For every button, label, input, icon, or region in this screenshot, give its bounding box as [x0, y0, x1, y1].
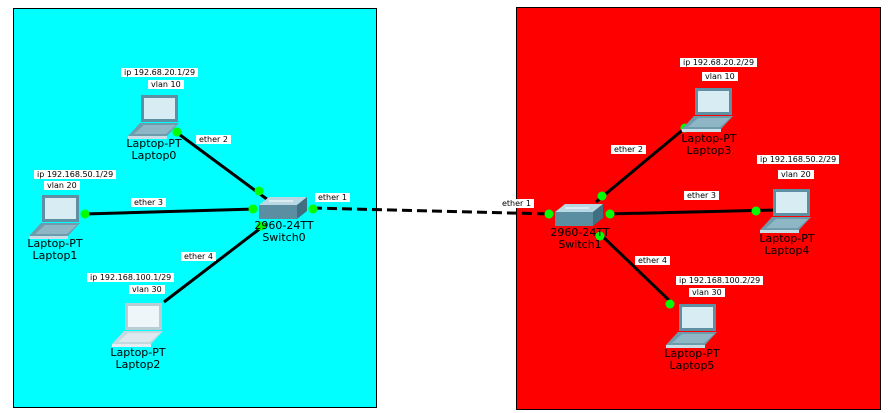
switch0-port-ether4: ether 4: [181, 252, 216, 261]
port-dot: [544, 209, 554, 219]
laptop0-model: Laptop-PT: [126, 137, 182, 150]
switch0-label: 2960-24TT Switch0: [254, 220, 313, 244]
port-dot: [248, 204, 258, 214]
laptop-icon: [760, 189, 811, 233]
laptop3-model: Laptop-PT: [681, 132, 737, 145]
laptop5-model: Laptop-PT: [664, 347, 720, 360]
laptop4-ip: ip 192.168.50.2/29: [757, 155, 840, 164]
switch1-label: 2960-24TT Switch1: [550, 227, 609, 251]
laptop1-name: Laptop1: [32, 249, 78, 262]
laptop1-label: Laptop-PT Laptop1: [27, 238, 82, 262]
laptop3-device[interactable]: [680, 87, 738, 133]
laptop2-model: Laptop-PT: [110, 346, 166, 359]
switch1-port-ether1: ether 1: [499, 199, 534, 208]
laptop-icon: [29, 195, 80, 239]
laptop5-vlan: vlan 30: [689, 288, 725, 297]
port-dot: [595, 231, 605, 241]
link-laptop5-switch1[interactable]: [596, 230, 675, 306]
switch-icon: [555, 204, 603, 226]
laptop2-name: Laptop2: [115, 358, 161, 371]
laptop0-vlan: vlan 10: [148, 80, 184, 89]
laptop1-ip: ip 192.168.50.1/29: [34, 170, 117, 179]
link-laptop2-switch0[interactable]: [163, 222, 267, 304]
laptop5-label: Laptop-PT Laptop5: [664, 348, 719, 372]
laptop5-device[interactable]: [664, 303, 722, 349]
switch1-port-ether2: ether 2: [611, 145, 646, 154]
port-dot: [254, 186, 264, 196]
link-switch0-switch1[interactable]: [311, 206, 551, 216]
link-laptop0-switch0[interactable]: [175, 130, 269, 202]
laptop5-ip: ip 192.168.100.2/29: [676, 276, 764, 285]
port-dot: [308, 204, 318, 214]
laptop-icon: [666, 304, 717, 348]
laptop4-label: Laptop-PT Laptop4: [759, 233, 814, 257]
laptop0-device[interactable]: [126, 94, 184, 140]
link-laptop3-switch1[interactable]: [595, 126, 686, 204]
switch0-port-ether3: ether 3: [131, 198, 166, 207]
switch-icon: [259, 197, 307, 219]
port-dot: [751, 206, 761, 216]
laptop0-label: Laptop-PT Laptop0: [126, 138, 181, 162]
laptop2-vlan: vlan 30: [129, 285, 165, 294]
switch0-port-ether2: ether 2: [196, 135, 231, 144]
port-dot: [605, 209, 615, 219]
laptop3-ip: ip 192.68.20.2/29: [680, 58, 758, 67]
port-dot: [665, 299, 675, 309]
laptop4-device[interactable]: [758, 188, 816, 234]
laptop4-model: Laptop-PT: [759, 232, 815, 245]
switch1-device[interactable]: [553, 202, 605, 228]
laptop-icon: [128, 95, 179, 139]
laptop4-vlan: vlan 20: [778, 170, 814, 179]
laptop3-vlan: vlan 10: [702, 72, 738, 81]
port-dot: [597, 191, 607, 201]
switch1-model: 2960-24TT: [550, 226, 610, 239]
switch1-name: Switch1: [558, 238, 602, 251]
switch0-port-ether1: ether 1: [315, 193, 350, 202]
laptop4-name: Laptop4: [764, 244, 810, 257]
link-laptop1-switch0[interactable]: [83, 207, 257, 216]
laptop-icon: [112, 303, 163, 347]
laptop2-device[interactable]: [110, 302, 168, 348]
port-dot: [172, 127, 182, 137]
laptop0-name: Laptop0: [131, 149, 177, 162]
switch0-name: Switch0: [262, 231, 306, 244]
laptop2-ip: ip 192.168.100.1/29: [87, 273, 175, 282]
port-dot: [80, 209, 90, 219]
link-laptop4-switch1[interactable]: [605, 208, 777, 216]
laptop5-name: Laptop5: [669, 359, 715, 372]
laptop0-ip: ip 192.68.20.1/29: [121, 68, 199, 77]
switch0-model: 2960-24TT: [254, 219, 314, 232]
switch1-port-ether4: ether 4: [635, 256, 670, 265]
laptop1-vlan: vlan 20: [44, 181, 80, 190]
laptop3-name: Laptop3: [686, 144, 732, 157]
laptop3-label: Laptop-PT Laptop3: [681, 133, 736, 157]
laptop1-model: Laptop-PT: [27, 237, 83, 250]
laptop1-device[interactable]: [27, 194, 85, 240]
port-dot: [256, 221, 266, 231]
laptop2-label: Laptop-PT Laptop2: [110, 347, 165, 371]
switch1-port-ether3: ether 3: [684, 191, 719, 200]
switch0-device[interactable]: [257, 195, 309, 221]
laptop-icon: [682, 88, 733, 132]
